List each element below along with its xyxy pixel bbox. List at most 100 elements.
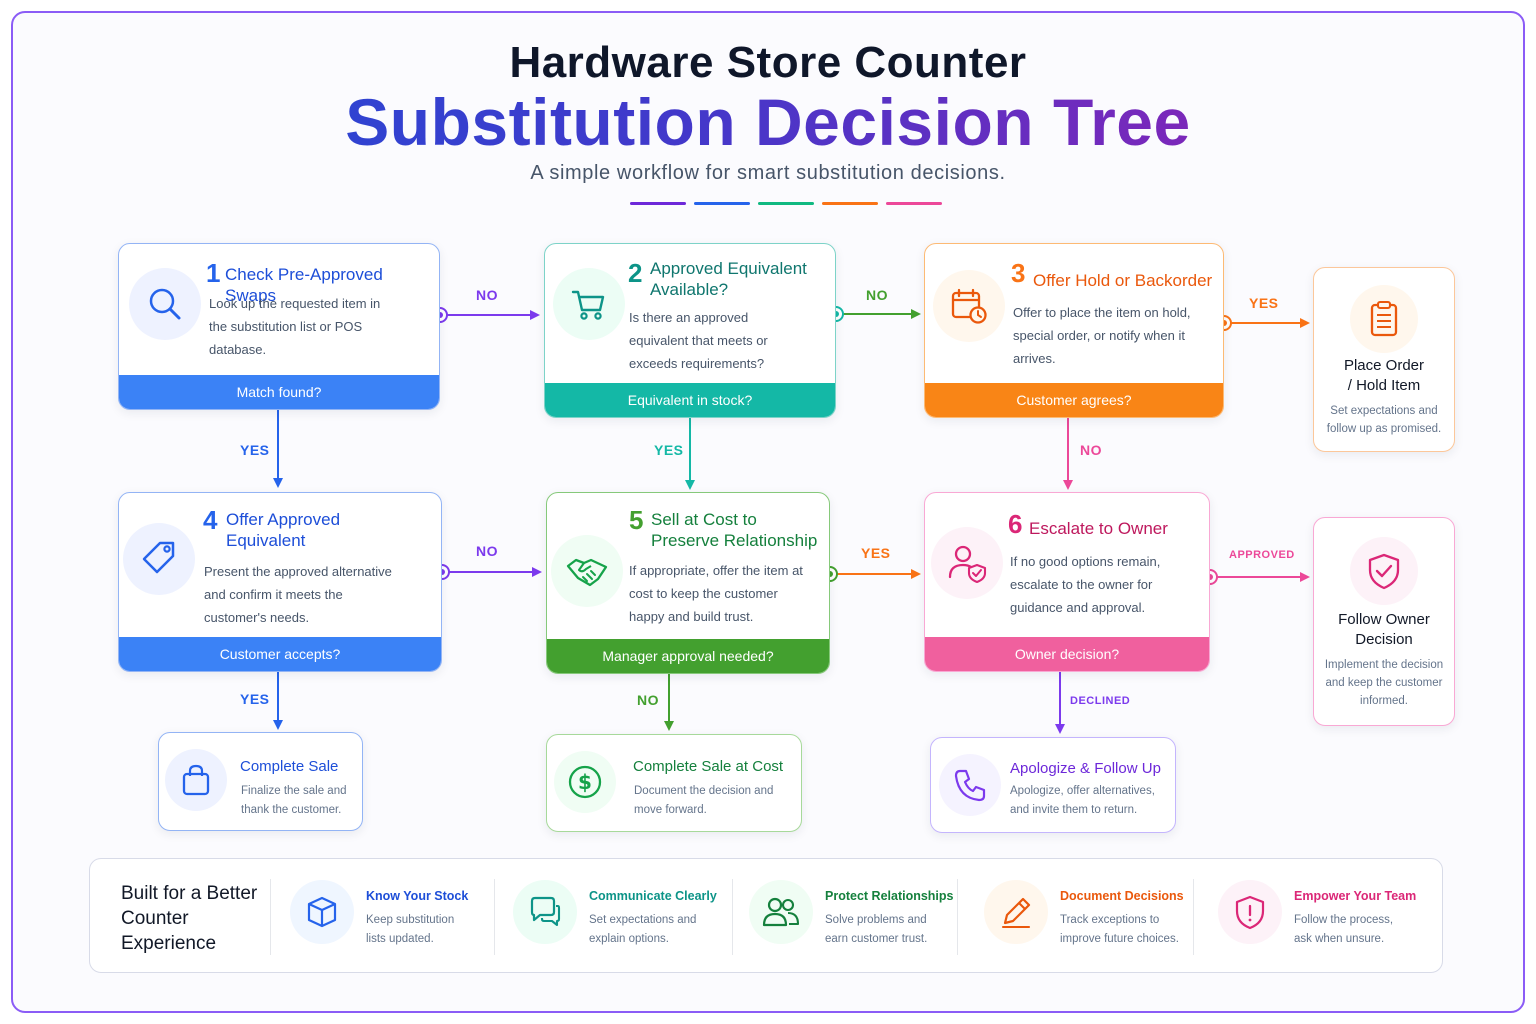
step-number: 5 (629, 505, 644, 535)
shield-alert-icon (1218, 880, 1282, 944)
phone-icon (939, 754, 1001, 816)
footer-item-communicate: Communicate Clearly Set expectations and… (513, 859, 723, 972)
step-card-5[interactable]: 5 Sell at Cost to Preserve Relationship … (546, 492, 830, 674)
box-icon (290, 880, 354, 944)
outcome-title: Place Order / Hold Item (1343, 357, 1425, 394)
decision-band: Manager approval needed? (547, 639, 829, 673)
step-number: 1 (206, 258, 221, 288)
edge-label-s3-place: YES (1249, 295, 1279, 311)
edge-label-s6-follow: APPROVED (1229, 549, 1295, 561)
tag-icon (123, 523, 195, 595)
edge-label-s2-s5: YES (654, 442, 684, 458)
outcome-place-order[interactable]: Place Order / Hold Item Set expectations… (1313, 267, 1455, 452)
pencil-icon (984, 880, 1048, 944)
step-description: Offer to place the item on hold, special… (1013, 305, 1191, 366)
outcome-title: Apologize & Follow Up (1010, 760, 1161, 777)
footer-item-title: Protect Relationships (825, 889, 954, 903)
decision-band: Customer accepts? (119, 637, 441, 671)
divider (694, 202, 750, 205)
step-description: If no good options remain, escalate to t… (1010, 554, 1161, 615)
outcome-title: Complete Sale (240, 758, 339, 775)
footer-item-title: Document Decisions (1060, 889, 1184, 903)
divider (758, 202, 814, 205)
outcome-apologize[interactable]: Apologize & Follow Up Apologize, offer a… (930, 737, 1176, 833)
footer-item-title: Empower Your Team (1294, 889, 1417, 903)
divider (957, 879, 958, 955)
edge-label-s4-complete: YES (240, 691, 270, 707)
step-description: Present the approved alternative and con… (204, 564, 392, 625)
decision-band: Equivalent in stock? (545, 383, 835, 417)
step-number: 6 (1008, 509, 1023, 539)
step-card-4[interactable]: 4 Offer Approved Equivalent Present the … (118, 492, 442, 672)
svg-text:$: $ (578, 770, 592, 794)
outcome-description: Implement the decision and keep the cust… (1324, 659, 1444, 707)
page-heading: Substitution Decision Tree (0, 84, 1536, 160)
step-number: 2 (628, 258, 643, 288)
clipboard-icon (1350, 285, 1418, 353)
shopping-bag-icon (165, 749, 227, 811)
edge-label-s2-s3: NO (866, 287, 888, 303)
decision-band: Owner decision? (925, 637, 1209, 671)
calendar-clock-icon (933, 270, 1005, 342)
edge-label-s5-s6: YES (861, 545, 891, 561)
step-card-1[interactable]: 1 Check Pre-Approved Swaps Look up the r… (118, 243, 440, 410)
outcome-complete-sale-at-cost[interactable]: $ Complete Sale at Cost Document the dec… (546, 734, 802, 832)
step-title: Offer Hold or Backorder (1033, 271, 1213, 290)
page-subtitle: A simple workflow for smart substitution… (530, 162, 1006, 184)
outcome-description: Document the decision and move forward. (634, 785, 774, 816)
step-card-6[interactable]: 6 Escalate to Owner If no good options r… (924, 492, 1210, 672)
step-number: 3 (1011, 258, 1026, 288)
page-title: Hardware Store Counter (509, 38, 1027, 87)
step-card-2[interactable]: 2 Approved Equivalent Available? Is ther… (544, 243, 836, 418)
handshake-icon (551, 535, 623, 607)
magnifier-icon (129, 268, 201, 340)
edge-label-s5-complete: NO (637, 692, 659, 708)
decision-band: Match found? (119, 375, 439, 409)
step-title: Sell at Cost to Preserve Relationship (651, 510, 818, 550)
divider (630, 202, 686, 205)
outcome-description: Finalize the sale and thank the customer… (241, 785, 347, 816)
footer-title: Built for a Better Counter Experience (121, 883, 258, 954)
edge-label-s1-s4: YES (240, 442, 270, 458)
step-number: 4 (203, 505, 218, 535)
footer-panel: Built for a Better Counter Experience Kn… (89, 858, 1443, 973)
footer-item-title: Know Your Stock (366, 889, 469, 903)
people-icon (749, 880, 813, 944)
footer-item-description: Follow the process,ask when unsure. (1294, 914, 1394, 945)
shield-check-icon (1350, 537, 1418, 605)
footer-item-title: Communicate Clearly (589, 889, 717, 903)
divider (494, 879, 495, 955)
user-shield-icon (931, 527, 1003, 599)
step-card-3[interactable]: 3 Offer Hold or Backorder Offer to place… (924, 243, 1224, 418)
edge-label-s3-s6: NO (1080, 442, 1102, 458)
divider (270, 879, 271, 955)
decision-band: Customer agrees? (925, 383, 1223, 417)
outcome-follow-owner[interactable]: Follow Owner Decision Implement the deci… (1313, 517, 1455, 726)
outcome-complete-sale[interactable]: Complete Sale Finalize the sale and than… (158, 732, 363, 831)
footer-item-empower: Empower Your Team Follow the process,ask… (1218, 859, 1428, 972)
chat-icon (513, 880, 577, 944)
outcome-description: Set expectations and follow up as promis… (1326, 405, 1442, 435)
divider (732, 879, 733, 955)
outcome-title: Complete Sale at Cost (633, 758, 784, 775)
step-title: Approved Equivalent Available? (650, 259, 807, 299)
edge-label-s6-apologize: DECLINED (1070, 695, 1131, 707)
outcome-description: Apologize, offer alternatives, and invit… (1010, 785, 1155, 816)
step-description: If appropriate, offer the item at cost t… (629, 563, 803, 624)
dollar-icon: $ (554, 751, 616, 813)
divider (822, 202, 878, 205)
step-description: Look up the requested item in the substi… (209, 296, 381, 357)
step-title: Offer Approved Equivalent (226, 510, 341, 550)
divider (1193, 879, 1194, 955)
step-title: Escalate to Owner (1029, 519, 1168, 538)
step-title: Check Pre-Approved Swaps (225, 265, 383, 305)
edge-label-s1-s2: NO (476, 287, 498, 303)
edge-label-s4-s5: NO (476, 543, 498, 559)
divider (886, 202, 942, 205)
cart-icon (553, 268, 625, 340)
